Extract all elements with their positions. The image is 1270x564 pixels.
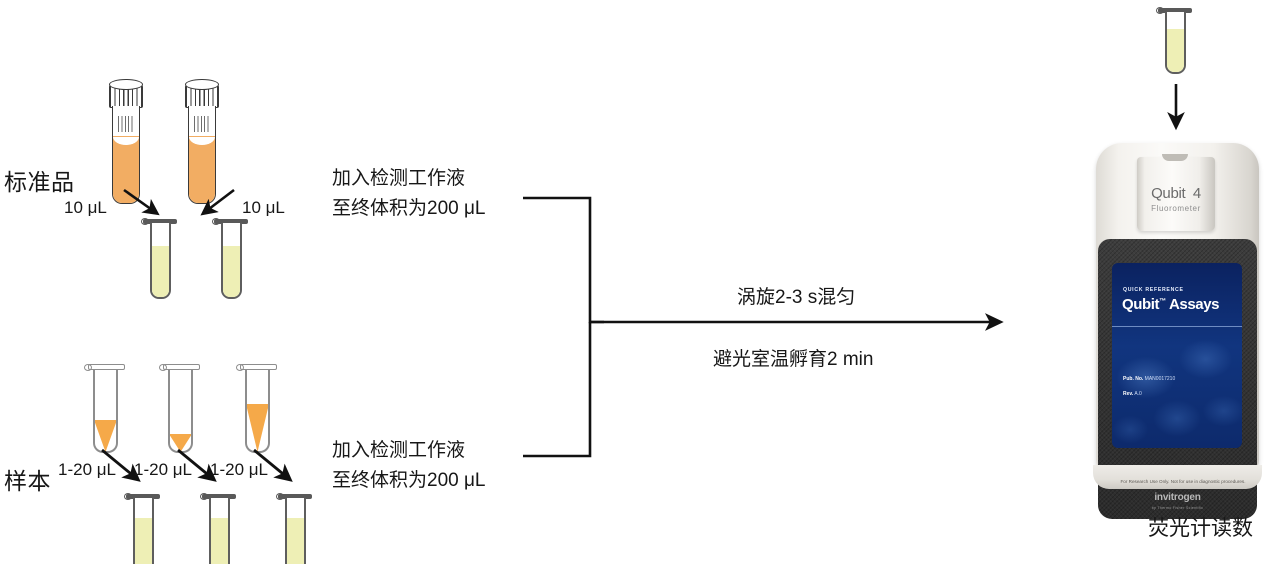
tube-body [285,498,306,564]
tube-lid [214,219,248,224]
transfer-arrow-sample-2 [177,448,217,482]
standard-volume-1: 10 μL [64,198,107,217]
vial-label-ticks [118,116,134,132]
instrument-caption: 荧光计读数 [1148,517,1253,540]
screen-glare [1112,326,1242,327]
tube-body [1165,12,1186,74]
tube-hinge [159,364,167,371]
transfer-arrow-standard-2 [200,188,235,216]
load-down-arrow [1167,84,1185,131]
brand-name: Qubit [1151,185,1186,202]
pub-label: Pub. No. [1123,376,1144,382]
invitrogen-logo: invitrogen by Thermo Fisher Scientific [1098,487,1257,510]
brand-model: 4 [1192,185,1201,202]
vial-meniscus [113,137,139,145]
tube-liquid [211,518,228,564]
tube-liquid [152,246,169,297]
tube-hinge [1156,7,1164,14]
trademark-icon: ™ [1159,298,1166,305]
tube-sample-liquid [247,404,268,451]
step-add-solution-bottom-line2: 至终体积为200 μL [332,470,486,491]
tube-hinge [84,364,92,371]
screen-pub-number: Pub. No. MAN0017210 [1123,376,1175,382]
step-incubate-label: 避光室温孵育2 min [713,349,874,370]
transfer-arrow-sample-3 [253,448,293,482]
screen-title-rest: Assays [1165,296,1220,313]
step-mix-label: 涡旋2-3 s混匀 [737,287,856,308]
instrument-lid[interactable]: Qubit 4 Fluorometer [1137,154,1215,231]
merge-bracket-and-flow-arrow [523,196,1004,458]
tube-hinge [200,493,208,500]
vial-body [188,106,216,204]
tube-liquid [135,518,152,564]
pub-value: MAN0017210 [1144,376,1176,382]
tube-lid [143,219,177,224]
standard-volume-2: 10 μL [242,198,285,217]
tube-liquid [1167,29,1184,72]
rev-value: A.0 [1134,391,1142,397]
tube-lid [278,494,312,499]
sample-volume-3: 1-20 μL [210,460,268,479]
tube-liquid [223,246,240,297]
tube-hinge [124,493,132,500]
lid-notch [1162,154,1189,161]
tube-lid [202,494,236,499]
tube-hinge [276,493,284,500]
instrument-brand: Qubit 4 Fluorometer [1137,185,1215,213]
screen-revision: Rev. A.0 [1123,391,1142,397]
tube-hinge [212,218,220,225]
step-add-solution-top-line1: 加入检测工作液 [332,168,466,189]
logo-text: invitrogen [1154,492,1201,503]
instrument-footnote: For Research Use Only. Not for use in di… [1120,479,1246,484]
transfer-arrow-standard-1 [123,188,160,216]
vial-label-ticks [194,116,210,132]
screen-title-main: Qubit [1122,296,1160,313]
sample-volume-1: 1-20 μL [58,460,116,479]
tube-lid [1158,8,1192,13]
brand-subtitle: Fluorometer [1151,204,1201,213]
instrument-base [1093,465,1262,489]
logo-subtext: by Thermo Fisher Scientific [1151,506,1204,510]
sample-volume-2: 1-20 μL [134,460,192,479]
tube-hinge [141,218,149,225]
instrument-screen[interactable]: QUICK REFERENCE Qubit™ Assays Pub. No. M… [1112,263,1242,448]
vial-liquid [189,136,215,203]
vial-cap-top [109,79,143,90]
tube-body [209,498,230,564]
transfer-arrow-sample-1 [101,448,141,482]
tube-body [221,223,242,299]
standards-group-label: 标准品 [4,169,75,195]
vial-meniscus [189,137,215,145]
screen-eyebrow: QUICK REFERENCE [1123,287,1184,293]
tube-hinge [236,364,244,371]
tube-liquid [287,518,304,564]
screen-title: Qubit™ Assays [1122,296,1220,313]
qubit-fluorometer[interactable]: Qubit 4 Fluorometer QUICK REFERENCE Qubi… [1093,143,1270,519]
tube-body [150,223,171,299]
tube-body [245,370,270,453]
tube-body [168,370,193,453]
samples-group-label: 样本 [4,468,51,494]
vial-cap-top [185,79,219,90]
step-add-solution-top-line2: 至终体积为200 μL [332,198,486,219]
tube-body [93,370,118,453]
step-add-solution-bottom-line1: 加入检测工作液 [332,440,466,461]
tube-lid [126,494,160,499]
rev-label: Rev. [1123,391,1134,397]
tube-body [133,498,154,564]
